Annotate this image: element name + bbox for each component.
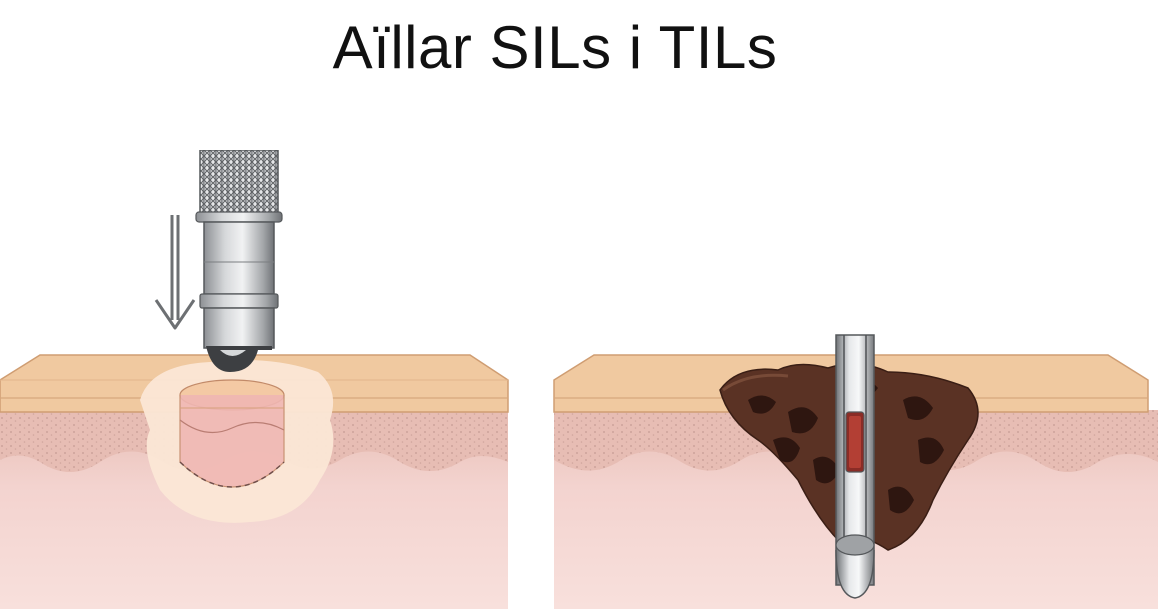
punch-biopsy-icon xyxy=(0,150,520,609)
punch-tool-icon xyxy=(196,150,282,372)
punch-biopsy-illustration xyxy=(0,150,520,609)
down-arrow-icon xyxy=(156,215,194,328)
needle-biopsy-illustration xyxy=(548,150,1158,609)
slide-title: Aïllar SILs i TILs xyxy=(0,10,1110,86)
core-needle-biopsy-icon xyxy=(548,150,1158,609)
tissue-core xyxy=(180,395,284,487)
biopsy-needle-icon xyxy=(836,335,874,598)
